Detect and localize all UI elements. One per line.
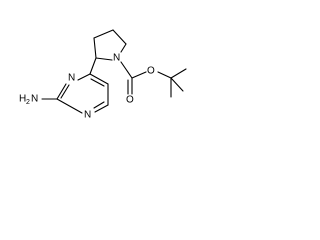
- bond: [93, 37, 97, 59]
- bond: [90, 78, 105, 87]
- pyrimidine-ring: [56, 73, 109, 114]
- atom-label-n: N: [68, 73, 75, 84]
- bond: [170, 77, 184, 92]
- bond: [112, 29, 127, 45]
- bond: [56, 98, 83, 114]
- bond: [95, 57, 113, 61]
- amine-label-h: H: [19, 94, 26, 105]
- amine-label-n: N: [31, 94, 38, 105]
- bond: [56, 83, 67, 100]
- bond: [157, 71, 172, 79]
- bond: [93, 101, 105, 109]
- atom-label-n: N: [84, 110, 91, 121]
- bond: [77, 73, 91, 81]
- bond: [89, 73, 109, 85]
- pyrrolidine-ring: [93, 29, 127, 61]
- amine-label-subscript: 2: [26, 99, 30, 106]
- structure-diagram: N N N O O H 2 N: [19, 29, 187, 121]
- atom-label-o: O: [126, 95, 134, 106]
- bond: [131, 71, 147, 79]
- bond: [93, 29, 114, 39]
- bond: [120, 61, 133, 79]
- atom-label-o: O: [147, 66, 155, 77]
- atom-label-n: N: [113, 53, 120, 64]
- bond: [120, 43, 127, 53]
- bond: [170, 68, 187, 79]
- bond: [94, 104, 109, 113]
- bond: [60, 84, 70, 99]
- bond: [89, 57, 97, 75]
